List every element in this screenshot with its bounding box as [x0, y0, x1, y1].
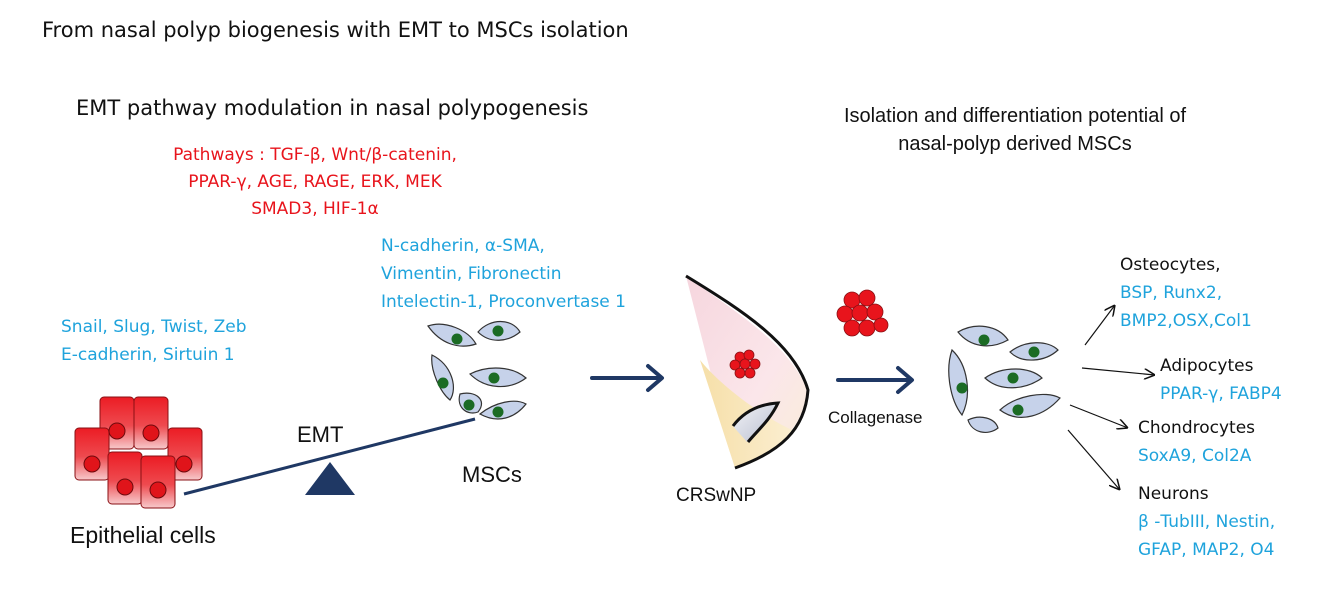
right-panel-heading-line-2: nasal-polyp derived MSCs [898, 133, 1132, 155]
msc-marker-line-3: Intelectin-1, Proconvertase 1 [381, 292, 626, 312]
lineage-adipocytes-marker-1: PPAR-γ, FABP4 [1160, 384, 1282, 404]
msc-cluster-icon [427, 320, 527, 420]
differentiation-arrows [1067, 305, 1155, 490]
lineage-neurons-marker-2: GFAP, MAP2, O4 [1138, 540, 1275, 560]
msc-label: MSCs [462, 462, 522, 487]
epithelial-marker-line-1: Snail, Slug, Twist, Zeb [61, 317, 247, 337]
arrow-collagenase [836, 366, 914, 394]
emt-seesaw-icon [183, 417, 476, 496]
msc-marker-line-1: N-cadherin, α-SMA, [381, 236, 545, 256]
pathways-line-1: Pathways : TGF-β, Wnt/β-catenin, [173, 145, 457, 165]
epithelial-marker-line-2: E-cadherin, Sirtuin 1 [61, 345, 235, 365]
lineage-chondrocytes-marker-1: SoxA9, Col2A [1138, 446, 1252, 466]
left-panel-heading: EMT pathway modulation in nasal polypoge… [76, 96, 589, 120]
lineage-neurons-name: Neurons [1138, 484, 1209, 504]
right-panel-heading-line-1: Isolation and differentiation potential … [843, 105, 1187, 127]
pathways-line-3: SMAD3, HIF-1α [251, 199, 379, 219]
isolated-msc-cluster-icon [948, 325, 1061, 434]
isolated-cell-cluster-icon [836, 289, 889, 337]
lineage-adipocytes-name: Adipocytes [1160, 356, 1254, 376]
collagenase-label: Collagenase [828, 408, 923, 427]
lineage-neurons-marker-1: β -TubIII, Nestin, [1138, 512, 1276, 532]
epithelial-cells-icon [74, 396, 203, 509]
diagram-title: From nasal polyp biogenesis with EMT to … [42, 18, 629, 42]
lineage-osteocytes-marker-2: BMP2,OSX,Col1 [1120, 311, 1252, 331]
epithelial-cells-label: Epithelial cells [70, 522, 216, 548]
pathways-line-2: PPAR-γ, AGE, RAGE, ERK, MEK [188, 172, 442, 192]
emt-label: EMT [297, 422, 344, 447]
lineage-osteocytes-name: Osteocytes, [1120, 255, 1221, 275]
lineage-osteocytes-marker-1: BSP, Runx2, [1120, 283, 1223, 303]
crswnp-label: CRSwNP [676, 485, 757, 506]
nasal-polyp-icon [685, 274, 810, 470]
lineage-chondrocytes-name: Chondrocytes [1138, 418, 1256, 438]
msc-marker-line-2: Vimentin, Fibronectin [381, 264, 562, 284]
arrow-to-polyp [590, 364, 664, 392]
